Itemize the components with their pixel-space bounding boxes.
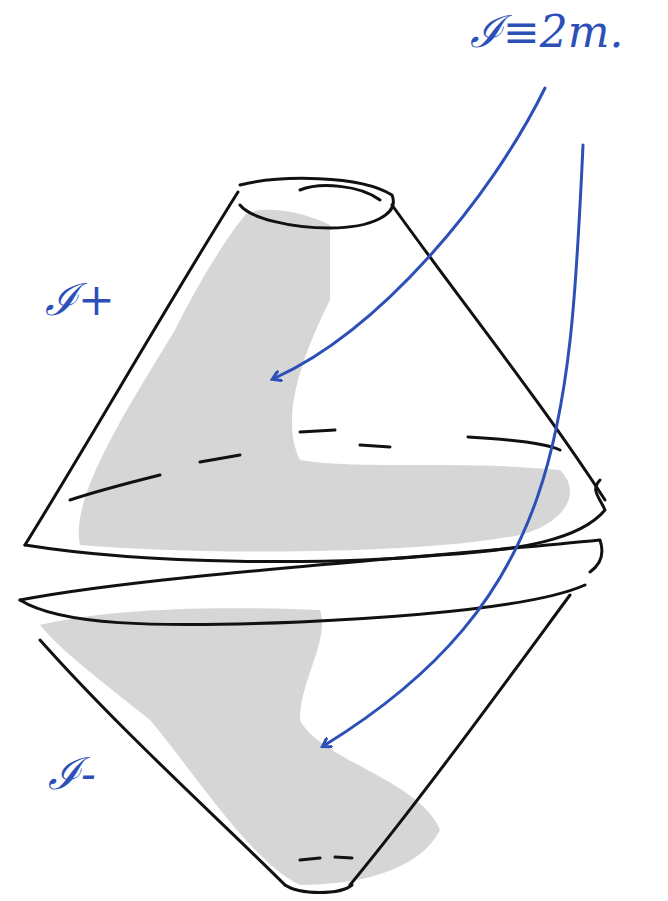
infinity-label: ℐ+: [45, 278, 115, 322]
shaded-surface: [40, 608, 440, 885]
shaded-surface: [79, 210, 570, 552]
surface-label: ℐ≡2m.: [470, 10, 624, 54]
infinity-label: ℐ-: [48, 752, 96, 796]
